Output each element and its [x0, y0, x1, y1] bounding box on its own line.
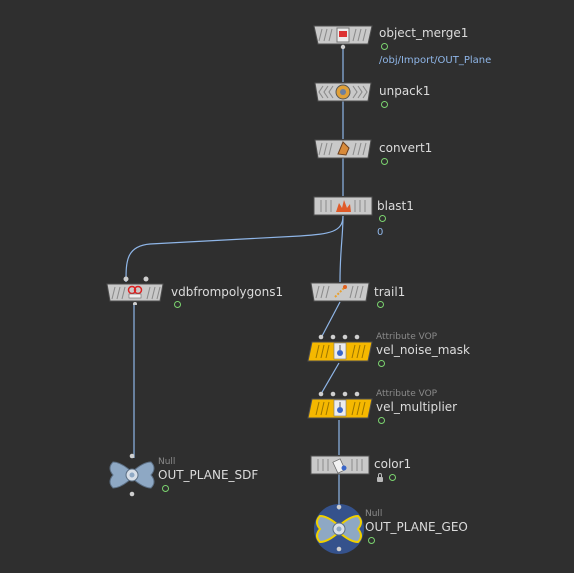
- node-value-blast1: 0: [377, 227, 384, 238]
- flag-icon: [389, 474, 396, 481]
- flag-icon: [377, 301, 384, 308]
- node-trail1[interactable]: [308, 281, 372, 305]
- wire-vel-noise-mask-vel-multiplier: [320, 362, 340, 395]
- node-color1[interactable]: [308, 454, 372, 476]
- node-type-vel-noise-mask: Attribute VOP: [376, 332, 438, 342]
- flag-icon: [379, 215, 386, 222]
- node-label-convert1: convert1: [379, 141, 433, 155]
- output-connector[interactable]: [340, 44, 346, 50]
- node-out-plane-geo[interactable]: [312, 503, 366, 555]
- node-blast1[interactable]: [311, 195, 375, 217]
- node-label-out-plane-geo: OUT_PLANE_GEO: [365, 520, 468, 534]
- object-merge-icon: [336, 27, 350, 43]
- node-convert1[interactable]: [311, 138, 375, 160]
- node-label-color1: color1: [374, 457, 412, 471]
- vdb-icon: [127, 285, 143, 299]
- flag-icon: [381, 43, 388, 50]
- color-icon: [332, 458, 347, 474]
- convert-icon: [337, 141, 350, 156]
- vop-icon: [333, 342, 347, 360]
- node-type-vel-multiplier: Attribute VOP: [376, 389, 438, 399]
- lock-icon: [377, 473, 383, 482]
- unpack-icon: [335, 84, 351, 100]
- node-out-plane-sdf[interactable]: [107, 452, 157, 498]
- node-vel-multiplier[interactable]: [306, 388, 374, 422]
- wire-blast1-vdbfrompolygons1: [125, 215, 344, 283]
- flag-icon: [381, 101, 388, 108]
- node-label-vel-noise-mask: vel_noise_mask: [376, 343, 470, 357]
- flag-icon: [174, 301, 181, 308]
- wire-trail1-vel-noise-mask: [320, 301, 341, 339]
- node-vdbfrompolygons1[interactable]: [102, 275, 168, 305]
- node-type-out-plane-geo: Null: [365, 509, 383, 519]
- node-type-out-plane-sdf: Null: [158, 457, 176, 467]
- node-label-object-merge1: object_merge1: [379, 26, 469, 40]
- blast-icon: [336, 200, 351, 212]
- flag-icon: [378, 360, 385, 367]
- flag-icon: [368, 537, 375, 544]
- node-unpack1[interactable]: [311, 81, 375, 103]
- node-label-trail1: trail1: [374, 285, 406, 299]
- trail-icon: [334, 285, 347, 298]
- null-icon: [109, 461, 155, 489]
- node-label-vdbfrompolygons1: vdbfrompolygons1: [171, 285, 284, 299]
- node-vel-noise-mask[interactable]: [306, 331, 374, 365]
- wire-blast1-trail1: [339, 215, 344, 283]
- node-label-unpack1: unpack1: [379, 84, 431, 98]
- null-icon: [316, 514, 362, 544]
- node-label-vel-multiplier: vel_multiplier: [376, 400, 458, 414]
- node-label-blast1: blast1: [377, 199, 414, 213]
- node-path-object-merge1: /obj/Import/OUT_Plane: [379, 55, 492, 66]
- flag-icon: [162, 485, 169, 492]
- vop-icon: [333, 399, 347, 417]
- flag-icon: [378, 417, 385, 424]
- flag-icon: [381, 158, 388, 165]
- node-label-out-plane-sdf: OUT_PLANE_SDF: [158, 468, 259, 482]
- node-object-merge1[interactable]: [311, 24, 375, 46]
